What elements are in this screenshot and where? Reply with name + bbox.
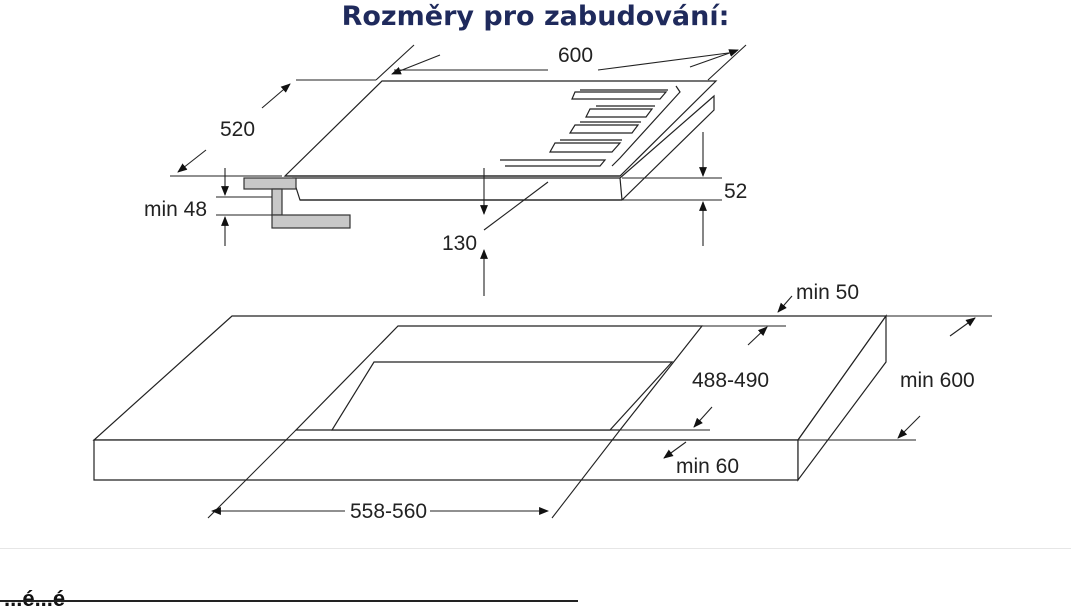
label-min-600: min 600 bbox=[900, 369, 975, 392]
cutout-hole bbox=[330, 361, 674, 431]
hob-knobs bbox=[500, 85, 681, 167]
label-clearance-130: 130 bbox=[442, 232, 477, 255]
installation-diagram: 600 520 52 130 min 48 min 50 488-490 min… bbox=[92, 44, 992, 523]
label-min-60: min 60 bbox=[676, 455, 739, 478]
next-section-heading-fragment: ...é...é bbox=[4, 586, 66, 611]
page-title: Rozměry pro zabudování: bbox=[341, 1, 730, 32]
label-width-600: 600 bbox=[558, 44, 593, 67]
worktop-profile bbox=[243, 177, 351, 229]
hob-dimensions bbox=[170, 44, 747, 296]
section-divider bbox=[0, 548, 1071, 549]
worktop-drawing bbox=[92, 314, 888, 482]
hob-drawing bbox=[283, 80, 718, 201]
worktop-dimensions bbox=[207, 295, 992, 519]
worktop-side bbox=[797, 314, 887, 482]
next-section-underline bbox=[0, 600, 578, 602]
label-cutout-depth: 488-490 bbox=[692, 369, 769, 392]
label-min-48: min 48 bbox=[144, 198, 207, 221]
label-height-52: 52 bbox=[724, 180, 747, 203]
label-cutout-width: 558-560 bbox=[350, 500, 427, 523]
label-min-50: min 50 bbox=[796, 281, 859, 304]
label-depth-520: 520 bbox=[220, 118, 255, 141]
